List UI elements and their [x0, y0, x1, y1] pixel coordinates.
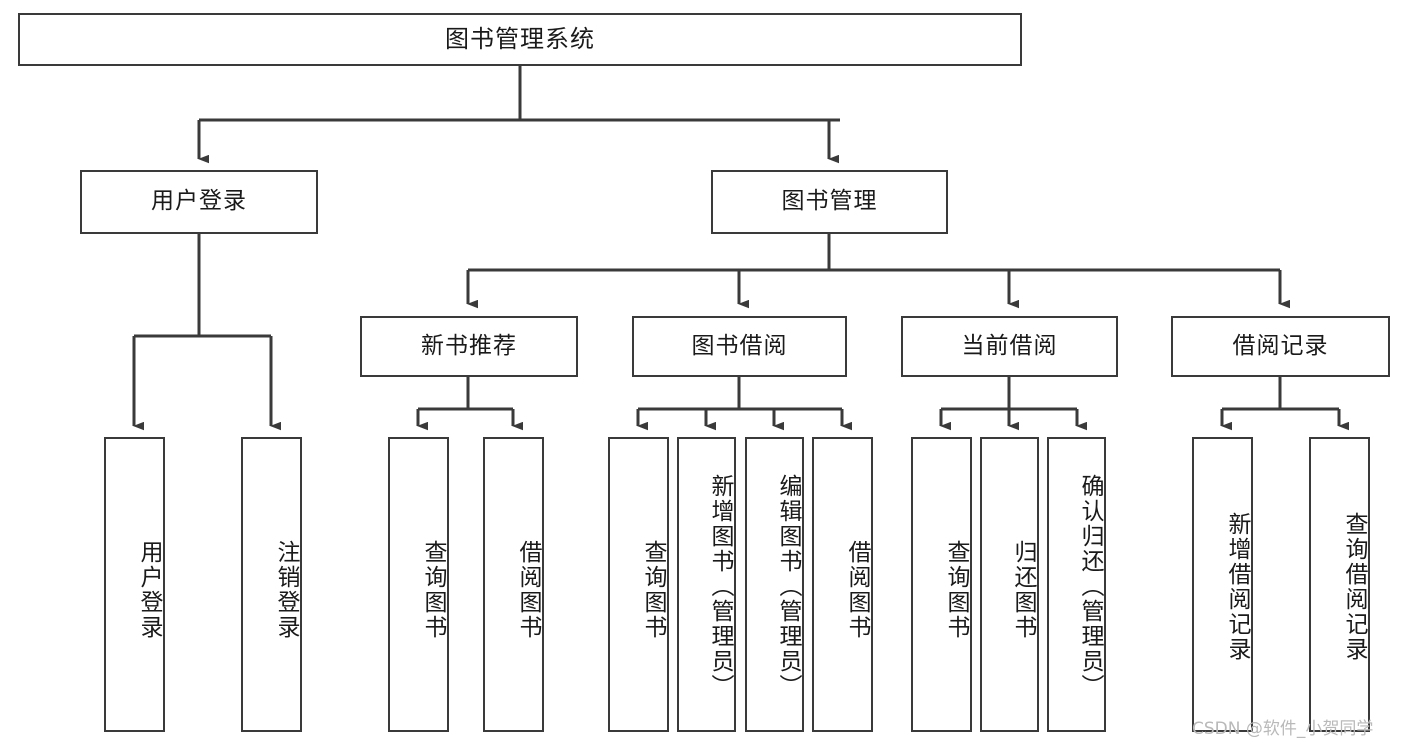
leaf-borrow-book[interactable]: 借阅图书	[812, 437, 873, 732]
leaf-query-book-recommend[interactable]: 查询图书	[388, 437, 449, 732]
leaf-borrow-book-recommend[interactable]: 借阅图书	[483, 437, 544, 732]
leaf-return-book[interactable]: 归还图书	[980, 437, 1039, 732]
node-borrow-record[interactable]: 借阅记录	[1171, 316, 1390, 377]
node-user-login[interactable]: 用户登录	[80, 170, 318, 234]
leaf-query-book-borrow[interactable]: 查询图书	[608, 437, 669, 732]
leaf-add-borrow-record[interactable]: 新增借阅记录	[1192, 437, 1253, 732]
leaf-logout-login[interactable]: 注销登录	[241, 437, 302, 732]
leaf-add-book-admin[interactable]: 新增图书（管理员）	[677, 437, 736, 732]
node-new-book-recommend[interactable]: 新书推荐	[360, 316, 578, 377]
node-root-book-management-system[interactable]: 图书管理系统	[18, 13, 1022, 66]
leaf-user-login[interactable]: 用户登录	[104, 437, 165, 732]
leaf-query-book-current[interactable]: 查询图书	[911, 437, 972, 732]
node-book-management[interactable]: 图书管理	[711, 170, 948, 234]
node-current-borrow[interactable]: 当前借阅	[901, 316, 1118, 377]
leaf-confirm-return-admin[interactable]: 确认归还（管理员）	[1047, 437, 1106, 732]
node-book-borrow[interactable]: 图书借阅	[632, 316, 847, 377]
leaf-query-borrow-record[interactable]: 查询借阅记录	[1309, 437, 1370, 732]
leaf-edit-book-admin[interactable]: 编辑图书（管理员）	[745, 437, 804, 732]
